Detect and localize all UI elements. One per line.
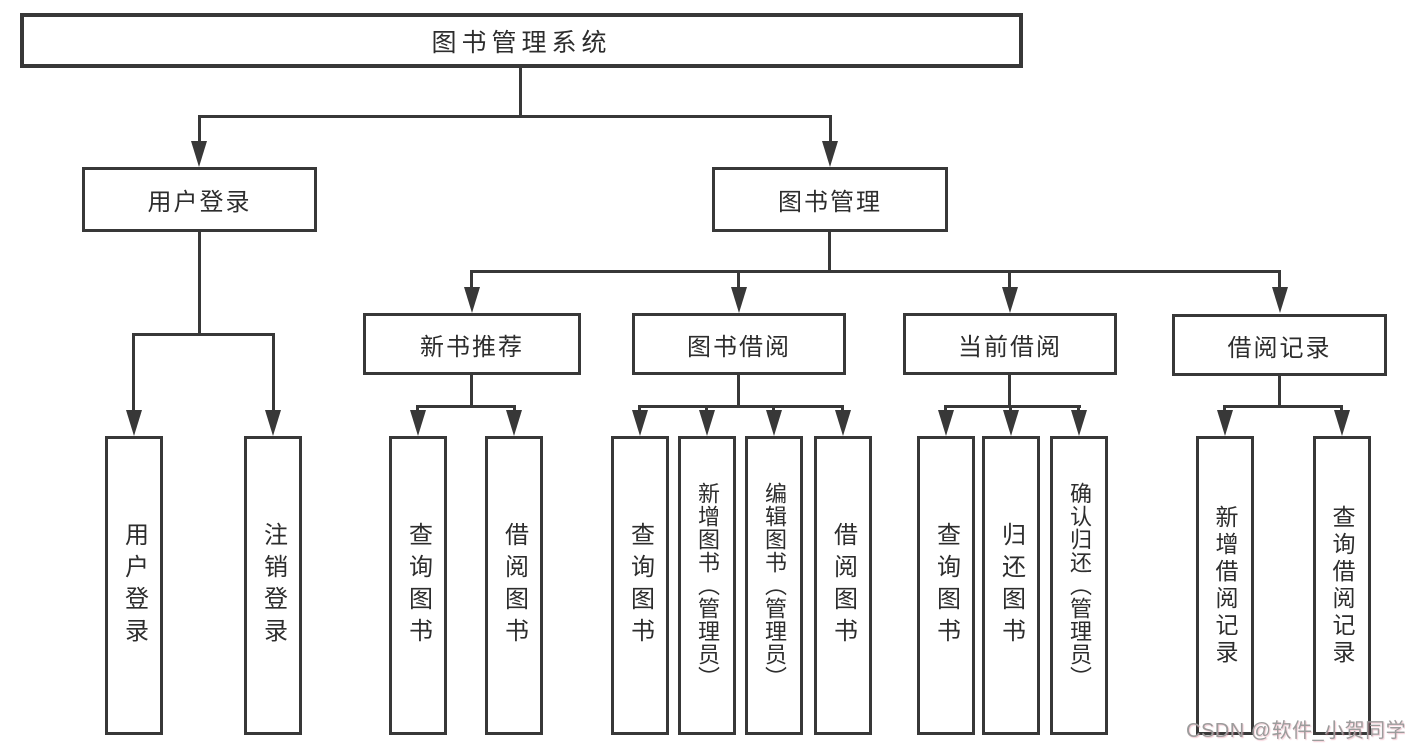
connector-current-cross — [944, 405, 1081, 408]
connector-leg-user-login — [198, 115, 201, 145]
leaf-query-books-recommend: 查询图书 — [389, 436, 447, 735]
connector-leg-leaf-user-login — [132, 333, 135, 413]
node-borrowing-records: 借阅记录 — [1172, 314, 1387, 376]
leaf-borrow-books-recommend: 借阅图书 — [485, 436, 543, 735]
connector-records-cross — [1223, 405, 1343, 408]
arrow-to-confirm-return — [1071, 410, 1087, 436]
arrow-to-new-book-recommendation — [464, 287, 480, 313]
node-book-management: 图书管理 — [712, 167, 948, 232]
connector-user-login-stem — [198, 232, 201, 336]
connector-root-stem — [519, 68, 522, 118]
arrow-to-current-borrowing — [1002, 287, 1018, 313]
leaf-return-books: 归还图书 — [982, 436, 1040, 735]
node-new-book-recommendation: 新书推荐 — [363, 313, 581, 375]
arrow-to-book-management — [822, 141, 838, 167]
leaf-logout: 注销登录 — [244, 436, 302, 735]
connector-leg-book-management — [829, 115, 832, 145]
leaf-add-borrow-record: 新增借阅记录 — [1196, 436, 1254, 735]
arrow-to-query-current — [938, 410, 954, 436]
connector-leg-current-borrowing — [1008, 270, 1011, 292]
connector-leg-borrowing-records — [1278, 270, 1281, 292]
arrow-to-add-books — [699, 410, 715, 436]
leaf-query-borrow-record: 查询借阅记录 — [1313, 436, 1371, 735]
arrow-to-edit-books — [766, 410, 782, 436]
leaf-user-login: 用户登录 — [105, 436, 163, 735]
node-current-borrowing: 当前借阅 — [903, 313, 1117, 375]
arrow-to-query-borrowing — [632, 410, 648, 436]
connector-leg-new-book — [470, 270, 473, 292]
arrow-to-book-borrowing — [731, 287, 747, 313]
connector-recommend-cross — [416, 405, 516, 408]
arrow-to-borrowing-records — [1272, 287, 1288, 313]
arrow-to-query-record — [1334, 410, 1350, 436]
arrow-to-leaf-user-login — [126, 410, 142, 436]
csdn-watermark: CSDN @软件_小贺同学 — [1186, 720, 1405, 742]
arrow-to-return-books — [1003, 410, 1019, 436]
arrow-to-query-recommend — [410, 410, 426, 436]
connector-recommend-stem — [470, 375, 473, 408]
connector-borrowing-stem — [737, 375, 740, 408]
leaf-add-books-admin: 新增图书（管理员） — [678, 436, 736, 735]
leaf-edit-books-admin: 编辑图书（管理员） — [745, 436, 803, 735]
arrow-to-borrow-books — [835, 410, 851, 436]
arrow-to-add-record — [1217, 410, 1233, 436]
connector-book-management-stem — [828, 232, 831, 273]
arrow-to-borrow-recommend — [506, 410, 522, 436]
connector-leg-book-borrowing — [737, 270, 740, 292]
node-user-login: 用户登录 — [82, 167, 317, 232]
node-book-borrowing: 图书借阅 — [632, 313, 846, 375]
connector-leg-leaf-logout — [272, 333, 275, 413]
arrow-to-user-login — [191, 141, 207, 167]
connector-records-stem — [1278, 376, 1281, 408]
connector-borrowing-cross — [638, 405, 844, 408]
leaf-query-books-borrowing: 查询图书 — [611, 436, 669, 735]
node-library-management-system: 图书管理系统 — [20, 13, 1023, 68]
leaf-query-books-current: 查询图书 — [917, 436, 975, 735]
connector-level2-cross — [470, 270, 1281, 273]
leaf-borrow-books-borrowing: 借阅图书 — [814, 436, 872, 735]
connector-user-login-cross — [132, 333, 275, 336]
connector-current-stem — [1008, 375, 1011, 408]
connector-root-cross — [198, 115, 832, 118]
leaf-confirm-return-admin: 确认归还（管理员） — [1050, 436, 1108, 735]
arrow-to-leaf-logout — [265, 410, 281, 436]
